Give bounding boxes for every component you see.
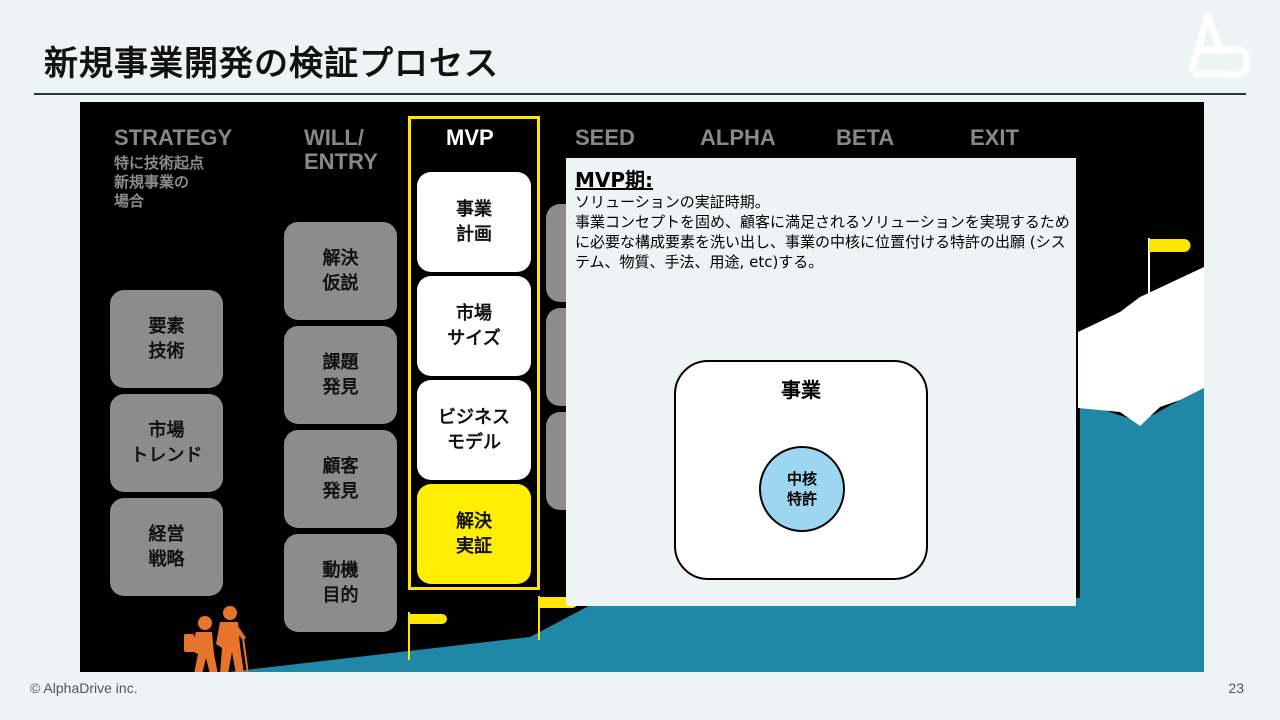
business-label: 事業 [781, 378, 821, 402]
phase-strategy: STRATEGY [114, 125, 233, 150]
tile-market-size: 市場 サイズ [417, 276, 531, 376]
popup-body: ソリューションの実証時期。 事業コンセプトを固め、顧客に満足されるソリューション… [575, 192, 1075, 272]
phase-seed: SEED [575, 125, 635, 150]
phase-beta: BETA [836, 125, 895, 150]
alphadrive-logo-icon [1188, 12, 1250, 79]
phase-alpha: ALPHA [700, 125, 776, 150]
tile-problem-discovery: 課題 発見 [284, 326, 397, 424]
tile-customer-discovery: 顧客 発見 [284, 430, 397, 528]
flag-icon [408, 612, 447, 660]
popup-title: MVP期: [575, 168, 654, 192]
tile-motivation-purpose: 動機 目的 [284, 534, 397, 632]
mvp-highlight-frame [408, 116, 540, 590]
strategy-note: 特に技術起点 新規事業の 場合 [114, 154, 205, 210]
phase-exit: EXIT [970, 125, 1019, 150]
tile-business-model: ビジネス モデル [417, 380, 531, 480]
phase-will-entry: WILL/ ENTRY [304, 125, 378, 174]
hikers-icon [184, 606, 248, 672]
process-stage: STRATEGY 特に技術起点 新規事業の 場合 WILL/ ENTRY MVP… [80, 102, 1204, 672]
slide-title: 新規事業開発の検証プロセス [44, 44, 499, 84]
core-patent-circle: 中核 特許 [759, 446, 845, 532]
popup-line-1: ソリューションの実証時期。 [575, 193, 770, 211]
phase-mvp: MVP [446, 125, 494, 150]
mvp-detail-popup: MVP期: ソリューションの実証時期。 事業コンセプトを固め、顧客に満足されるソ… [566, 158, 1076, 606]
title-divider [34, 93, 1246, 95]
tile-business-plan: 事業 計画 [417, 172, 531, 272]
tile-market-trend: 市場 トレンド [110, 394, 223, 492]
tile-management-strategy: 経営 戦略 [110, 498, 223, 596]
page-number: 23 [1228, 680, 1244, 696]
tile-solution-hypothesis: 解決 仮説 [284, 222, 397, 320]
tile-element-technology: 要素 技術 [110, 290, 223, 388]
flag-icon [1148, 238, 1191, 304]
footer-copyright: © AlphaDrive inc. [30, 680, 138, 696]
business-box: 事業 中核 特許 [674, 360, 928, 580]
popup-line-2: 事業コンセプトを固め、顧客に満足されるソリューションを実現するために必要な構成要… [575, 213, 1070, 271]
tile-solution-validation: 解決 実証 [417, 484, 531, 584]
